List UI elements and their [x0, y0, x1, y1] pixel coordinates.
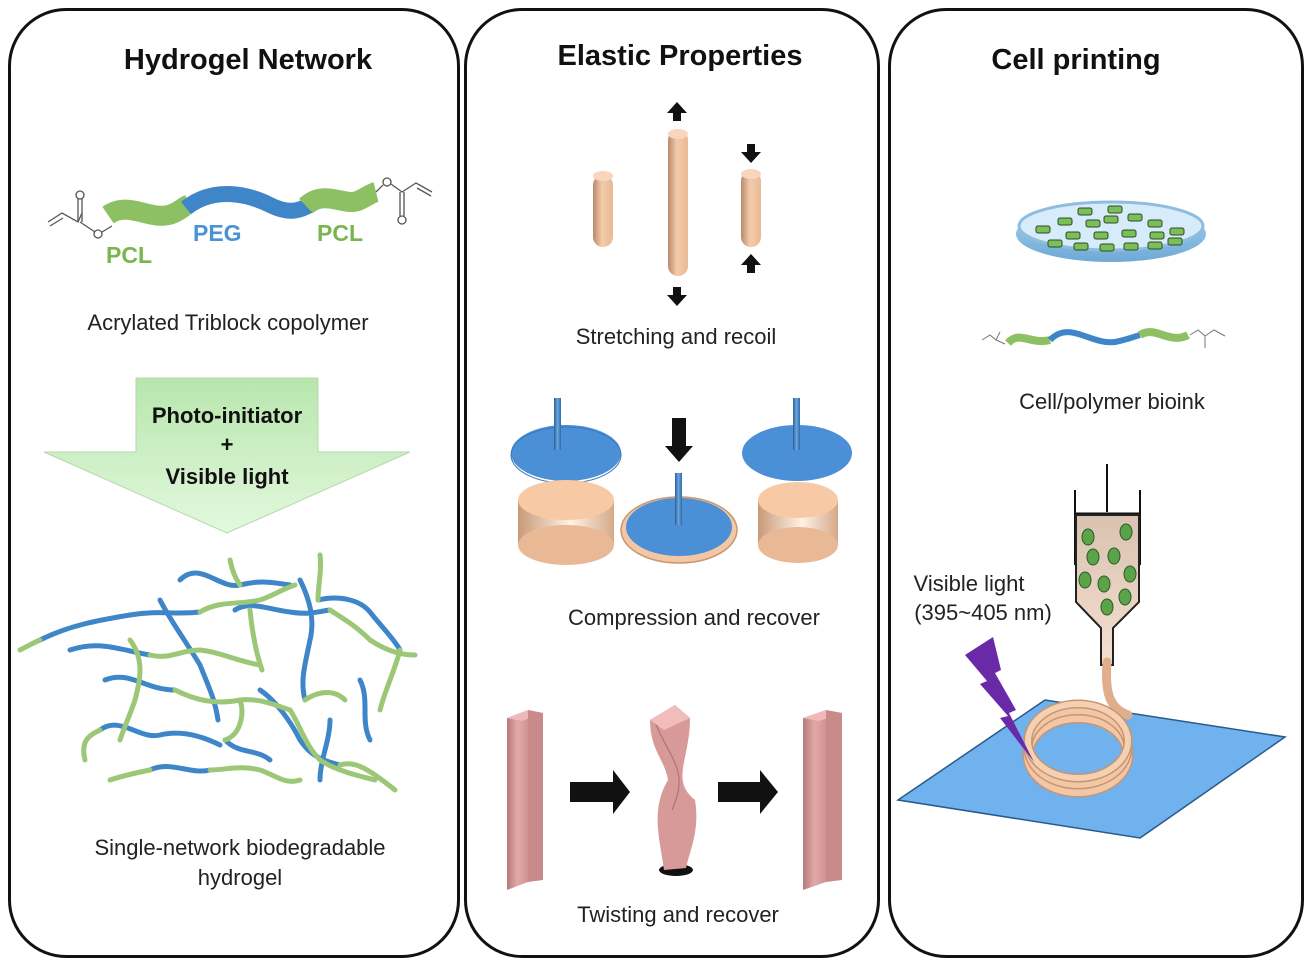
visible-light-bolt-icon	[965, 637, 1034, 762]
light-label-line1: Visible light	[913, 571, 1025, 596]
peg-block	[181, 186, 314, 219]
process-arrow-line3: Visible light	[165, 464, 289, 489]
arrow-down-icon	[665, 418, 693, 462]
syringe-icon	[1074, 464, 1141, 666]
pcl-block-right	[299, 182, 379, 215]
network-caption-line1: Single-network biodegradable	[94, 835, 386, 860]
sample-disk-left-icon	[518, 480, 614, 565]
process-arrow-line1: Photo-initiator	[152, 403, 303, 428]
printed-coil-icon	[1022, 657, 1134, 798]
panel-title-hydrogel-network: Hydrogel Network	[123, 44, 373, 76]
acrylate-end-right-icon	[375, 177, 433, 225]
pcl-block-left	[102, 195, 192, 226]
arrow-down-icon	[741, 144, 761, 163]
pcl-label-left: PCL	[106, 242, 152, 268]
compression-plate-middle-icon	[620, 473, 738, 564]
polymer-caption: Acrylated Triblock copolymer	[87, 310, 369, 335]
rod-original-icon	[593, 171, 613, 247]
pcl-label-right: PCL	[317, 220, 363, 246]
bioink-caption: Cell/polymer bioink	[1019, 389, 1205, 414]
process-arrow-line2: +	[221, 432, 234, 457]
print-substrate-icon	[896, 699, 1287, 839]
arrow-right-icon	[570, 770, 630, 814]
twisting-caption: Twisting and recover	[577, 902, 779, 927]
bioink-polymer-icon	[981, 328, 1226, 348]
arrow-right-icon	[718, 770, 778, 814]
bar-original-icon	[507, 710, 543, 890]
sample-disk-right-icon	[758, 482, 838, 563]
panel-title-cell-printing: Cell printing	[991, 44, 1161, 76]
bar-twisted-icon	[650, 705, 697, 876]
acrylate-end-left-icon	[47, 190, 113, 239]
arrow-up-icon	[741, 254, 761, 273]
peg-label: PEG	[193, 220, 242, 246]
rod-compressed-icon	[741, 169, 761, 247]
bar-recovered-icon	[803, 710, 842, 890]
compression-plate-right-icon	[742, 398, 852, 481]
rod-stretched-icon	[668, 129, 688, 276]
light-label-line2: (395~405 nm)	[914, 600, 1052, 625]
network-caption-line2: hydrogel	[197, 865, 283, 890]
arrow-up-icon	[667, 102, 687, 121]
hydrogel-network-icon	[17, 552, 418, 793]
process-arrow-icon	[43, 377, 411, 534]
arrow-down-icon	[667, 287, 687, 306]
petri-dish-icon	[1016, 200, 1206, 262]
compression-caption: Compression and recover	[568, 605, 820, 630]
panel-title-elastic-properties: Elastic Properties	[557, 40, 803, 72]
stretching-caption: Stretching and recoil	[575, 324, 777, 349]
